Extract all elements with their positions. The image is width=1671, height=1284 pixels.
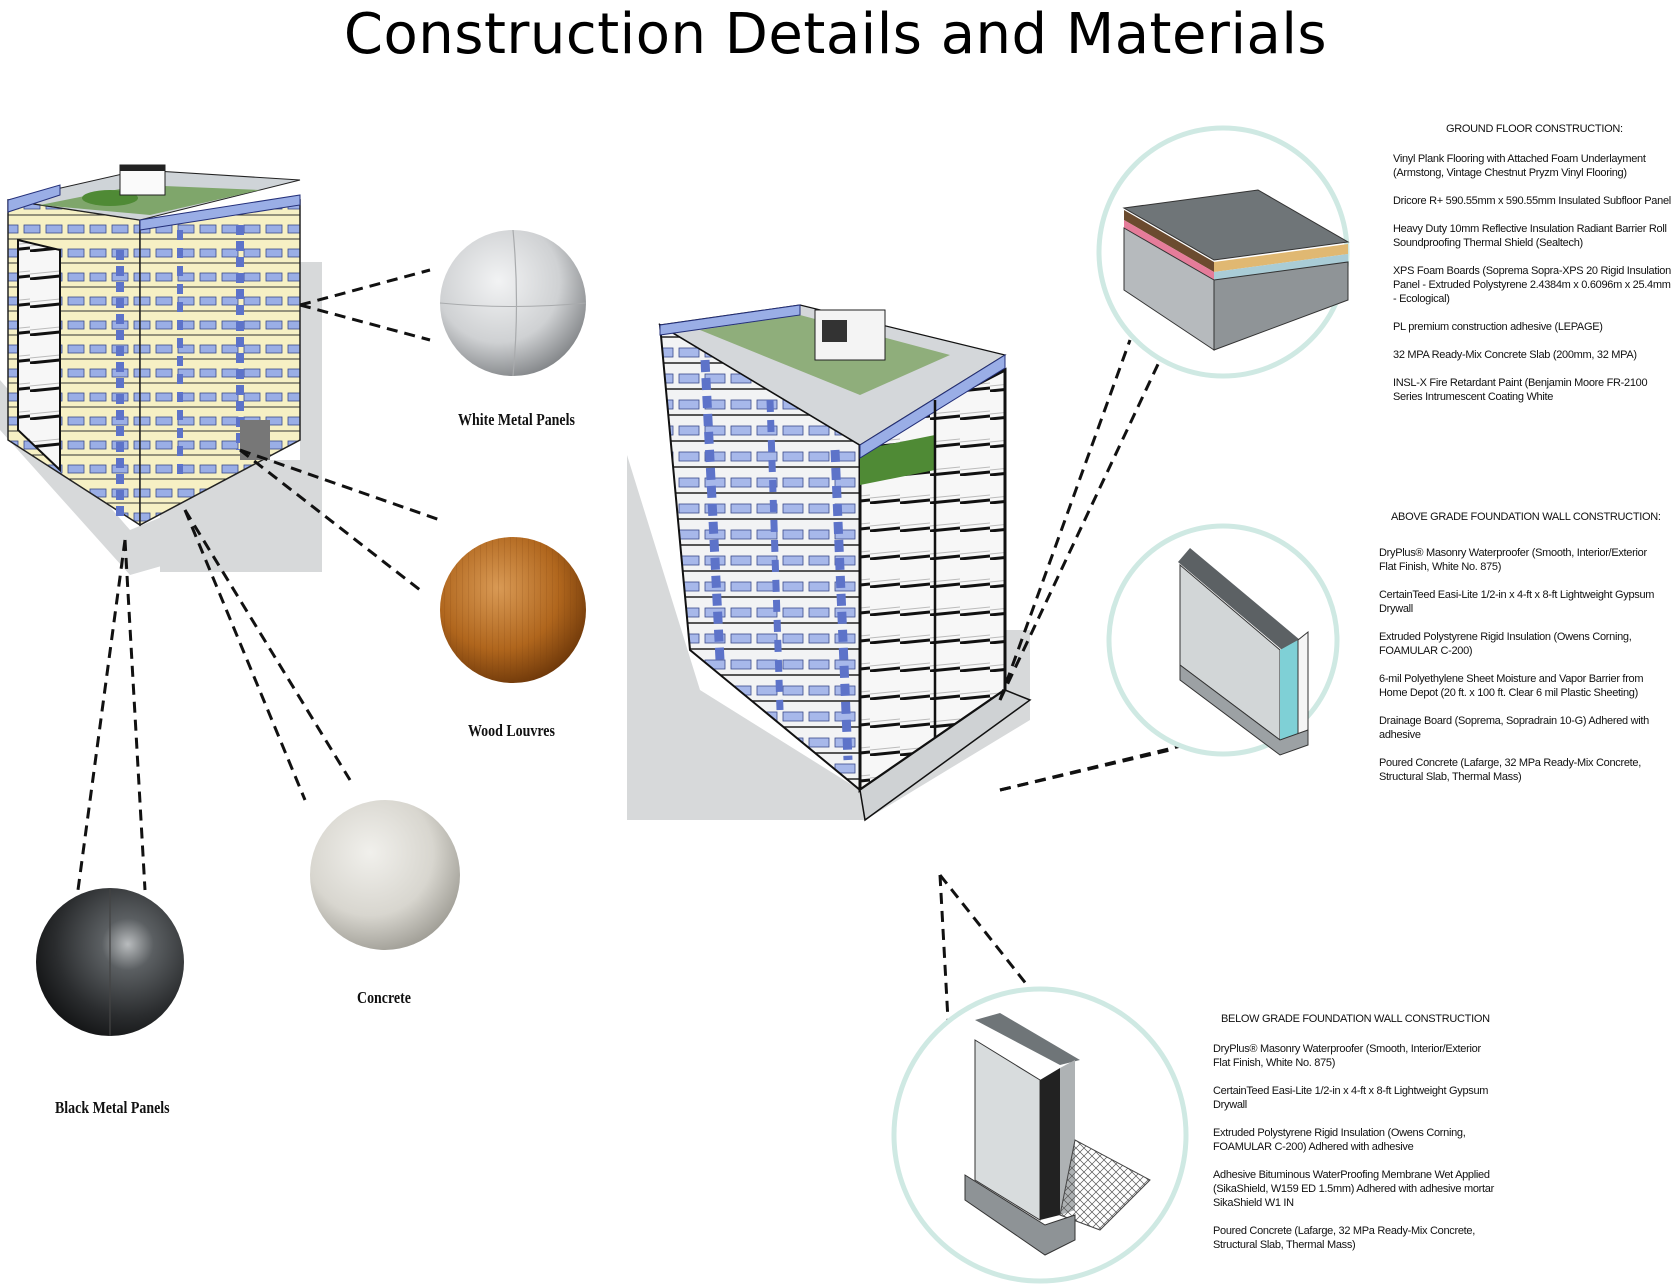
spec-ground-floor-item: Heavy Duty 10mm Reflective Insulation Ra…	[1393, 223, 1667, 249]
spec-ground-floor-item: 32 MPA Ready-Mix Concrete Slab (200mm, 3…	[1393, 349, 1637, 361]
spec-below-grade-item: Extruded Polystyrene Rigid Insulation (O…	[1213, 1127, 1466, 1153]
material-sphere-black	[36, 888, 184, 1036]
spec-ground-floor-item: XPS Foam Boards (Soprema Sopra-XPS 20 Ri…	[1393, 265, 1671, 305]
label-white-metal-panels: White Metal Panels	[458, 410, 575, 429]
spec-below-grade: BELOW GRADE FOUNDATION WALL CONSTRUCTION…	[1213, 1012, 1498, 1266]
spec-above-grade-item: DryPlus® Masonry Waterproofer (Smooth, I…	[1379, 547, 1647, 573]
spec-ground-floor: GROUND FLOOR CONSTRUCTION: Vinyl Plank F…	[1393, 122, 1671, 418]
spec-above-grade-item: Extruded Polystyrene Rigid Insulation (O…	[1379, 631, 1632, 657]
spec-below-grade-item: Poured Concrete (Lafarge, 32 MPa Ready-M…	[1213, 1225, 1475, 1251]
spec-above-grade-heading: ABOVE GRADE FOUNDATION WALL CONSTRUCTION…	[1391, 511, 1661, 523]
label-wood-louvres: Wood Louvres	[468, 721, 555, 740]
spec-ground-floor-item: PL premium construction adhesive (LEPAGE…	[1393, 321, 1603, 333]
callout-ground-floor	[1096, 125, 1350, 379]
spec-above-grade-item: Drainage Board (Soprema, Sopradrain 10-G…	[1379, 715, 1649, 741]
leader-lines	[76, 268, 1186, 1021]
callout-above-grade	[1106, 523, 1340, 757]
spec-ground-floor-item: INSL-X Fire Retardant Paint (Benjamin Mo…	[1393, 377, 1648, 403]
building-model-left	[0, 164, 322, 575]
callout-below-grade	[891, 986, 1189, 1284]
material-sphere-concrete	[310, 800, 460, 950]
label-black-metal-panels: Black Metal Panels	[55, 1098, 170, 1117]
spec-above-grade: ABOVE GRADE FOUNDATION WALL CONSTRUCTION…	[1379, 510, 1664, 798]
spec-ground-floor-item: Dricore R+ 590.55mm x 590.55mm Insulated…	[1393, 195, 1671, 207]
spec-below-grade-item: DryPlus® Masonry Waterproofer (Smooth, I…	[1213, 1043, 1481, 1069]
spec-below-grade-item: CertainTeed Easi-Lite 1/2-in x 4-ft x 8-…	[1213, 1085, 1489, 1111]
spec-above-grade-item: Poured Concrete (Lafarge, 32 MPa Ready-M…	[1379, 757, 1641, 783]
label-concrete: Concrete	[357, 988, 411, 1007]
material-sphere-wood	[440, 537, 586, 683]
page-title: Construction Details and Materials	[343, 2, 1328, 67]
spec-ground-floor-heading: GROUND FLOOR CONSTRUCTION:	[1446, 123, 1623, 135]
spec-above-grade-item: CertainTeed Easi-Lite 1/2-in x 4-ft x 8-…	[1379, 589, 1655, 615]
spec-below-grade-heading: BELOW GRADE FOUNDATION WALL CONSTRUCTION	[1221, 1013, 1490, 1025]
spec-ground-floor-item: Vinyl Plank Flooring with Attached Foam …	[1393, 153, 1646, 179]
material-sphere-white	[439, 229, 587, 377]
building-model-right	[627, 304, 1032, 822]
spec-below-grade-item: Adhesive Bituminous WaterProofing Membra…	[1213, 1169, 1494, 1209]
spec-above-grade-item: 6-mil Polyethylene Sheet Moisture and Va…	[1379, 673, 1644, 699]
